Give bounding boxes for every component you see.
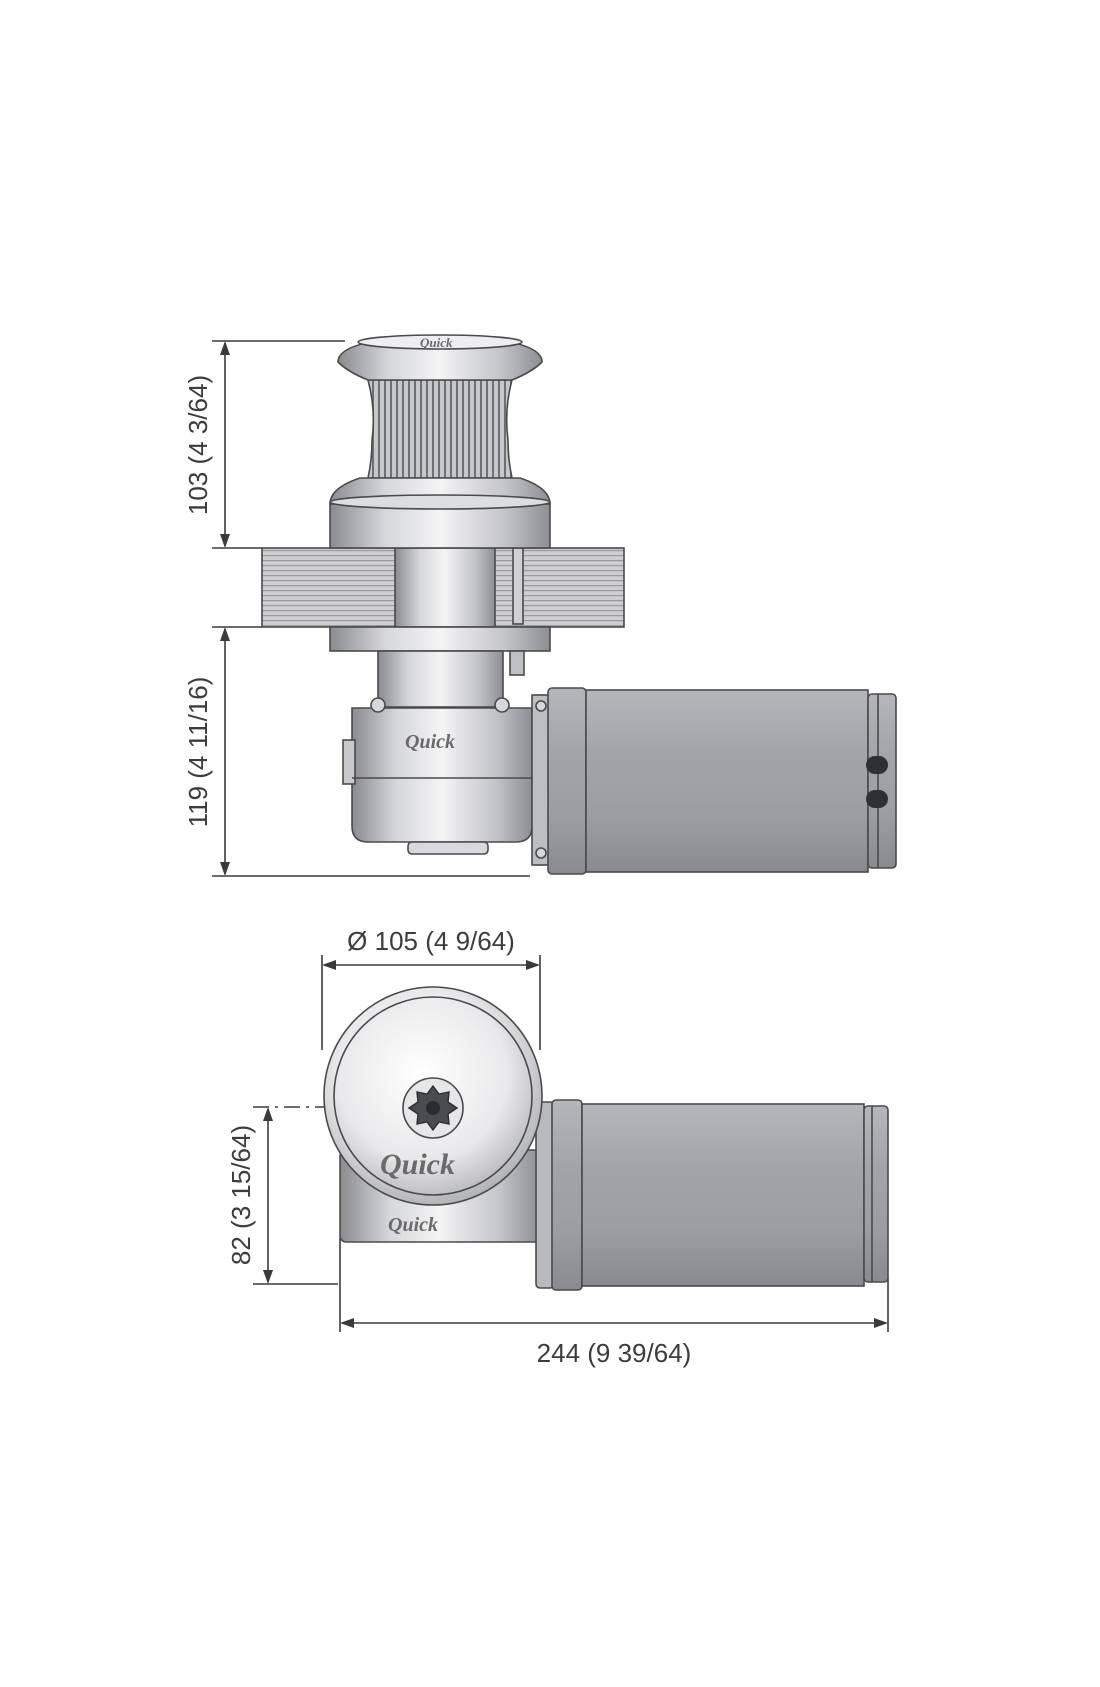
deck-stud (512, 547, 524, 625)
gearbox-logo: Quick (405, 731, 455, 753)
side-view: 103 (4 3/64) 119 (4 11/16) Quick (183, 334, 897, 877)
bottom-height-dimension: 119 (4 11/16) (183, 626, 530, 877)
motor-body (585, 689, 869, 873)
motor-body-top (581, 1103, 865, 1287)
top-height-label: 103 (4 3/64) (183, 375, 213, 515)
gearbox (351, 707, 533, 843)
base-flange (329, 626, 551, 652)
motor-end-cap (867, 693, 897, 869)
motor-collar-top (551, 1099, 583, 1291)
motor-terminal (866, 756, 888, 774)
diameter-dimension: Ø 105 (4 9/64) (321, 926, 541, 1050)
axis-offset-label: 82 (3 15/64) (226, 1125, 256, 1265)
bolt-head (494, 697, 510, 713)
disc-logo: Quick (380, 1148, 455, 1181)
motor-end-cap-top (863, 1105, 889, 1283)
gearbox-side-cap (342, 739, 356, 785)
motor-collar (547, 687, 587, 875)
gearbox-bottom-boss (407, 841, 489, 855)
top-view: Ø 105 (4 9/64) 82 (3 15/64) 244 (9 39/64… (226, 926, 889, 1368)
stud-nut (509, 650, 525, 676)
top-cap-logo: Quick (420, 335, 453, 350)
spline-socket (402, 1077, 464, 1139)
bottom-height-label: 119 (4 11/16) (183, 677, 213, 828)
gearbox-neck (377, 650, 504, 708)
top-height-dimension: 103 (4 3/64) (183, 340, 345, 549)
total-length-dimension: 244 (9 39/64) (339, 1238, 889, 1368)
capstan-drum (366, 379, 514, 479)
motor-terminal (866, 790, 888, 808)
total-length-label: 244 (9 39/64) (537, 1338, 692, 1368)
bolt-head (370, 697, 386, 713)
drum-base (329, 503, 551, 549)
diameter-label: Ø 105 (4 9/64) (347, 926, 515, 956)
shaft-housing (394, 547, 496, 628)
housing-logo: Quick (388, 1214, 438, 1236)
